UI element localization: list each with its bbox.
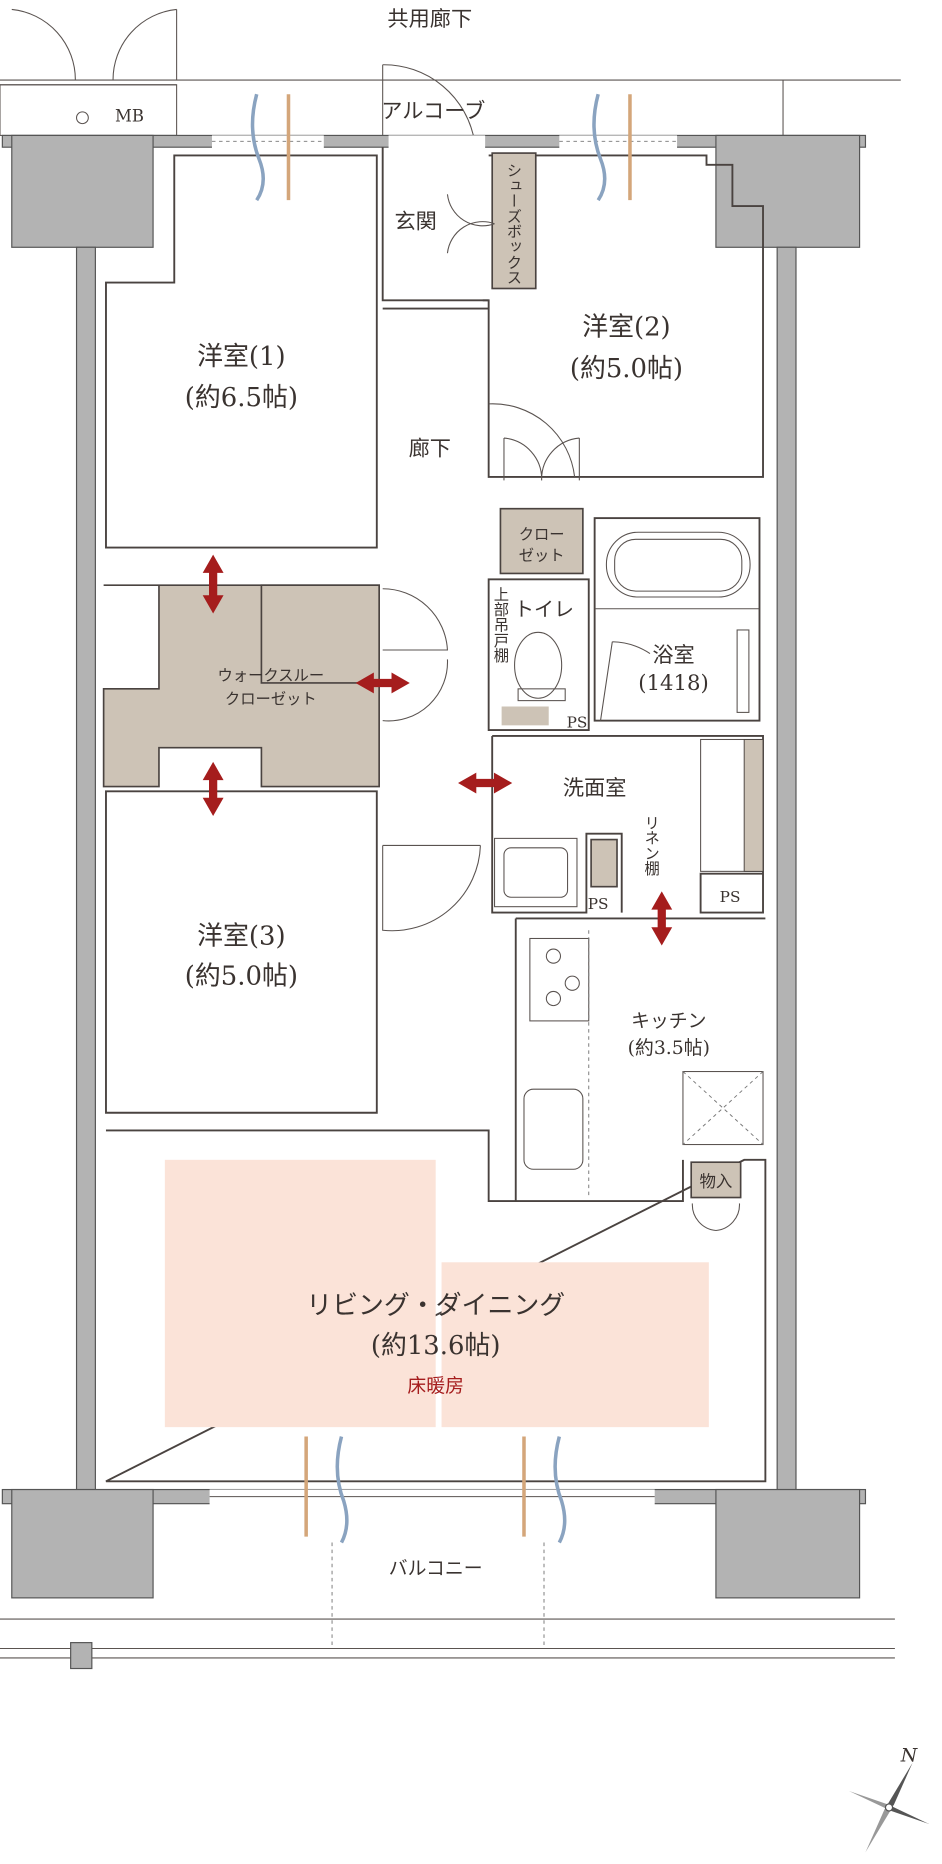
storage <box>690 1161 742 1199</box>
western-room-1 <box>105 154 378 549</box>
common-corridor-label: 共用廊下 <box>387 6 472 31</box>
mb-door-icon <box>11 8 178 81</box>
passage-arrows <box>202 554 673 946</box>
western-room-1-name: 洋室(1) <box>197 342 285 372</box>
living-dining-name: リビング・ダイニング <box>306 1291 565 1321</box>
corridor-area <box>0 8 901 142</box>
closet-label-1: クロー <box>519 525 565 543</box>
room-outlines <box>102 147 767 1483</box>
meter-box <box>0 84 178 136</box>
closet <box>499 507 584 575</box>
ventilation-icons <box>250 93 632 1544</box>
double-arrow-icon <box>651 891 673 946</box>
double-arrow-icon <box>202 554 224 614</box>
toilet-label: トイレ <box>514 597 574 621</box>
entrance <box>381 147 489 310</box>
linen-shelf <box>590 838 618 888</box>
western-room-3-size: (約5.0帖) <box>185 961 298 991</box>
north-label: N <box>900 1746 919 1767</box>
north-compass-icon <box>848 1762 930 1853</box>
double-arrow-icon <box>458 772 513 794</box>
linen-shelf-label: リネン棚 <box>642 815 660 877</box>
fridge-space <box>682 1071 764 1146</box>
kitchen-size: (約3.5帖) <box>628 1037 710 1059</box>
floor-heating-area <box>164 1159 709 1428</box>
toilet-bowl-icon <box>514 631 563 699</box>
hallway-label: 廊下 <box>409 436 451 461</box>
sink-icon <box>523 1088 584 1170</box>
washroom-label: 洗面室 <box>563 775 627 800</box>
western-room-2-name: 洋室(2) <box>582 313 670 343</box>
upper-cabinet-label: 上部吊戸棚 <box>491 586 509 664</box>
ps-label: PS <box>588 895 609 913</box>
balcony <box>0 1542 895 1670</box>
living-dining-size: (約13.6帖) <box>371 1331 501 1361</box>
closet-label-2: ゼット <box>519 546 565 564</box>
western-room-2-size: (約5.0帖) <box>570 354 683 384</box>
western-room-3 <box>105 790 378 1114</box>
ps-label: PS <box>720 888 741 906</box>
kitchen <box>514 917 766 1202</box>
labels: 共用廊下 アルコーブ MB 玄関 シューズボックス 洋室(1) (約6.5帖) … <box>115 6 919 1767</box>
storage-label: 物入 <box>699 1172 732 1191</box>
floor-heating-label: 床暖房 <box>407 1375 464 1397</box>
washroom <box>491 735 764 914</box>
western-room-1-size: (約6.5帖) <box>185 383 298 413</box>
shoe-box <box>491 152 537 290</box>
kitchen-name: キッチン <box>631 1011 706 1032</box>
double-arrow-icon <box>202 761 224 817</box>
balcony-label: バルコニー <box>389 1558 483 1579</box>
ps-label: PS <box>567 714 588 732</box>
washing-machine-icon <box>494 837 578 908</box>
meter-box-label: MB <box>115 106 144 125</box>
bathroom-size: (1418) <box>638 670 708 695</box>
wic-label-1: ウォークスルー <box>218 667 325 685</box>
entrance-label: 玄関 <box>394 208 436 233</box>
western-room-2 <box>482 154 764 478</box>
alcove-label: アルコーブ <box>381 98 485 123</box>
wic-label-2: クローゼット <box>225 690 317 708</box>
meter-icon <box>76 111 89 125</box>
western-room-3-name: 洋室(3) <box>197 921 285 951</box>
walls <box>1 134 867 1599</box>
toilet <box>487 578 590 732</box>
bathroom <box>593 517 761 722</box>
shoe-box-label: シューズボックス <box>504 163 522 285</box>
gas-stove-icon <box>529 937 590 1022</box>
bathroom-name: 浴室 <box>652 642 694 667</box>
double-arrow-icon <box>355 672 410 694</box>
entrance-door-swing <box>382 64 476 142</box>
